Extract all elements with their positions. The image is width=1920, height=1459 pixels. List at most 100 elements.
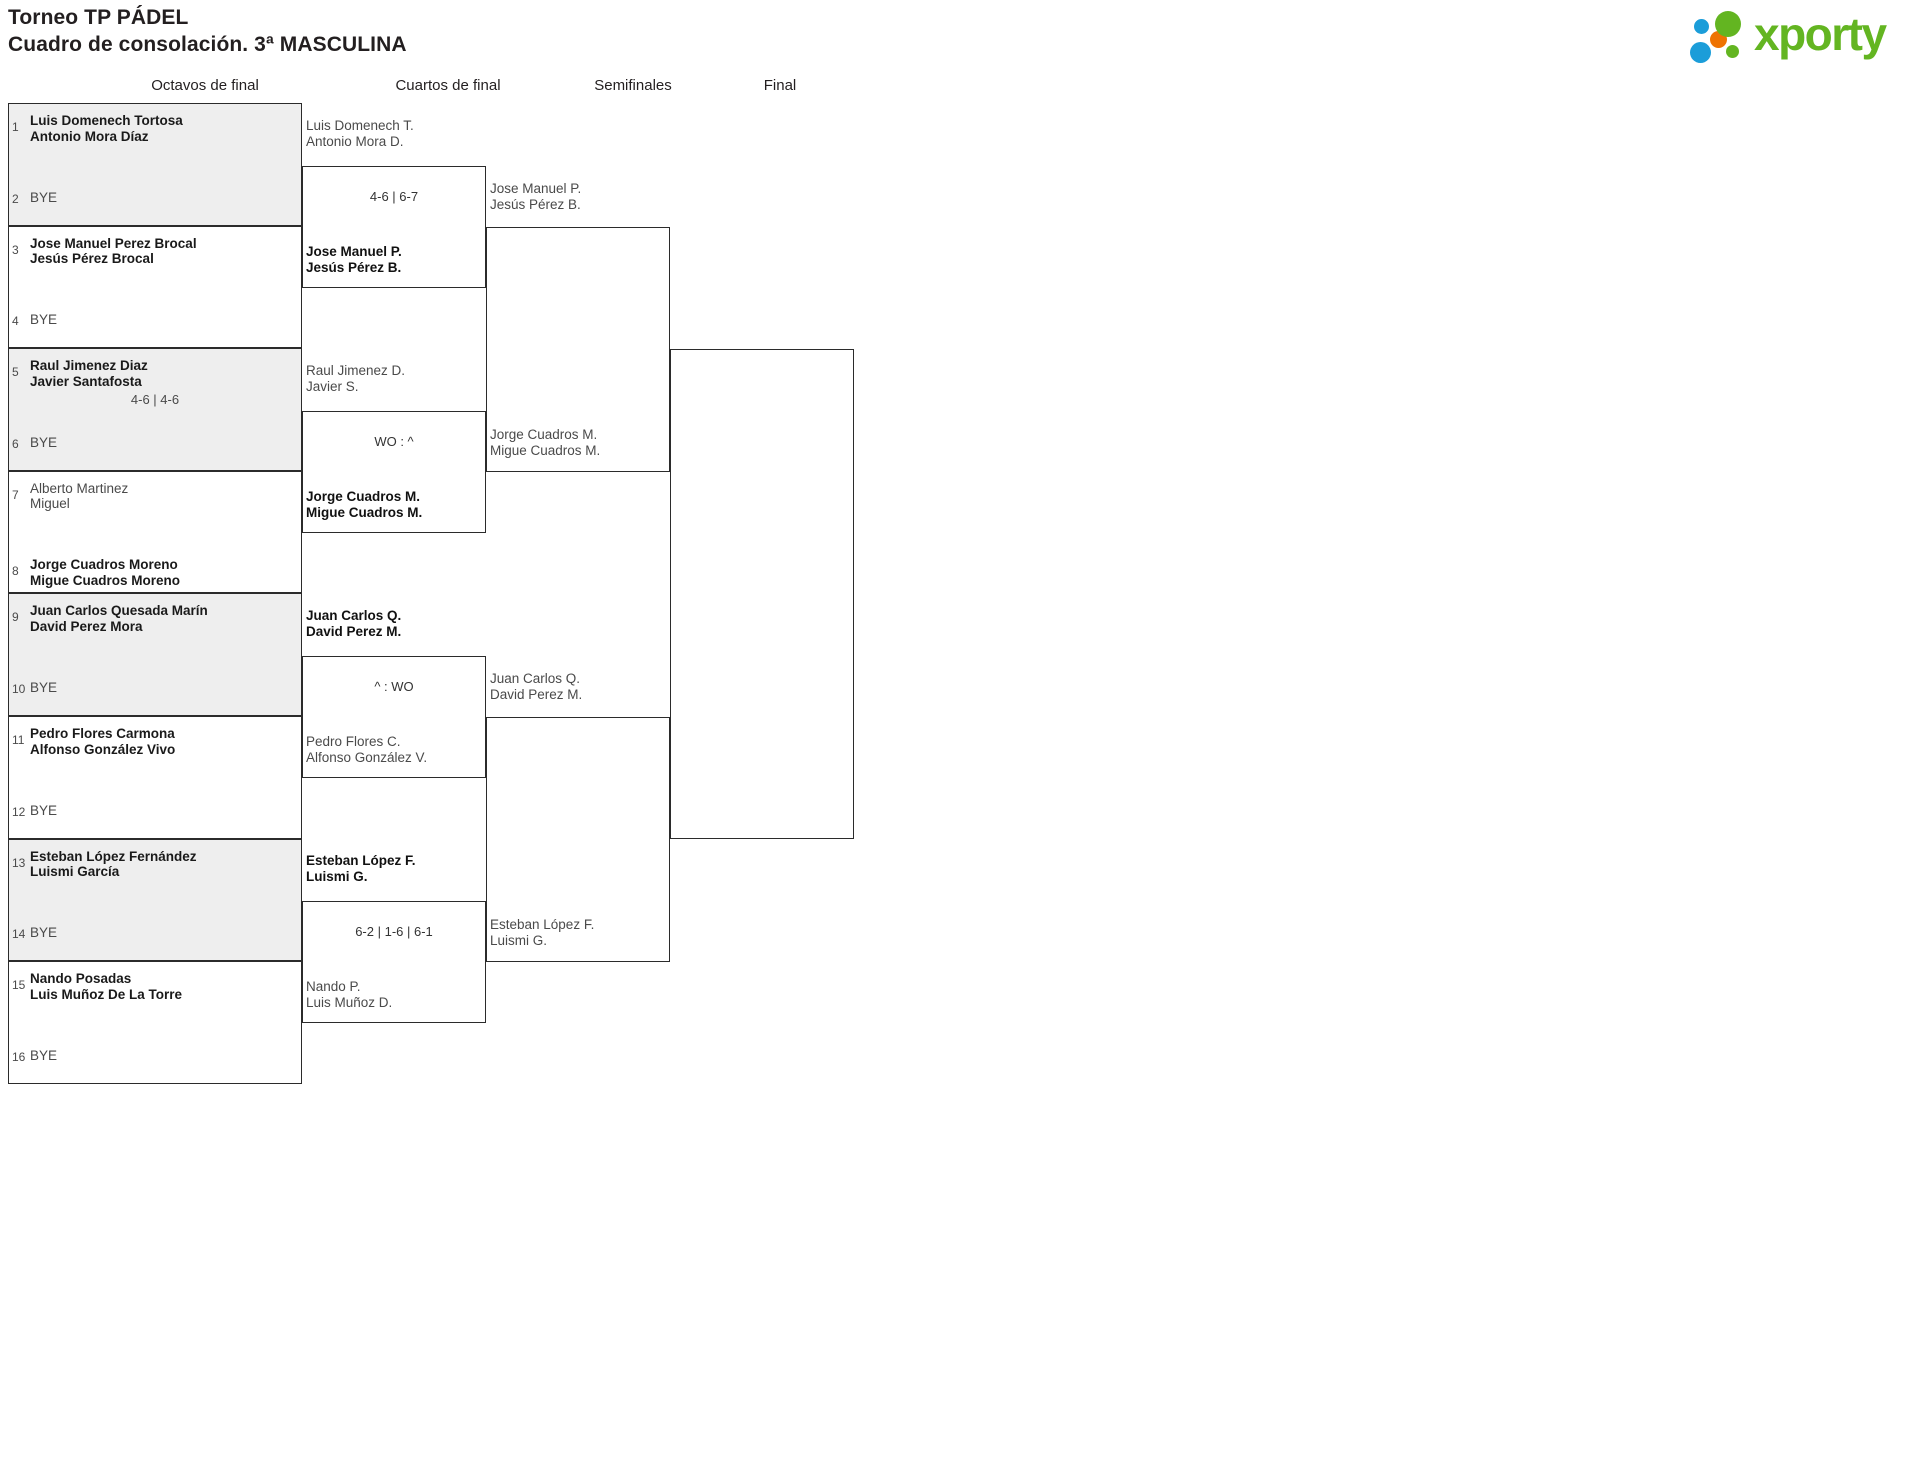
logo-dot-green-large-icon: [1715, 11, 1741, 37]
player-name-1: Jorge Cuadros M.: [490, 427, 598, 442]
bye-label: BYE: [30, 680, 58, 695]
round1-score: 4-6 | 4-6: [130, 391, 180, 407]
player-name-1: Pedro Flores Carmona: [30, 726, 175, 741]
round1-match-cell[interactable]: [8, 225, 302, 349]
player-name-1: Raul Jimenez D.: [306, 363, 406, 378]
round1-match-cell[interactable]: [8, 470, 302, 594]
round2-team-lower: Jorge Cuadros M.Migue Cuadros M.: [306, 489, 422, 521]
player-name-1: Esteban López F.: [490, 917, 595, 932]
player-name-2: Jesús Pérez Brocal: [30, 251, 154, 267]
player-name-2: Alfonso González Vivo: [30, 741, 176, 757]
round4-match-box[interactable]: [670, 349, 854, 839]
round3-team-upper: Jose Manuel P.Jesús Pérez B.: [490, 181, 581, 213]
round3-team-lower: Jorge Cuadros M.Migue Cuadros M.: [490, 427, 600, 459]
seed-number: 3: [12, 242, 19, 257]
seed-number: 16: [12, 1049, 26, 1064]
round1-match-cell[interactable]: [8, 348, 302, 471]
bye-label: BYE: [30, 189, 58, 205]
player-name-2: Luis Muñoz De La Torre: [30, 986, 183, 1002]
player-name-1: Juan Carlos Q.: [490, 671, 581, 686]
round2-team-upper: Luis Domenech T.Antonio Mora D.: [306, 118, 414, 150]
seed-number: 5: [12, 365, 19, 380]
player-name-1: Jose Manuel Perez Brocal: [30, 235, 197, 251]
bye-label: BYE: [30, 802, 58, 818]
xporty-logo: xporty: [1682, 8, 1902, 64]
round2-score: 6-2 | 1-6 | 6-1: [355, 923, 433, 939]
round-header-octavos: Octavos de final: [151, 77, 259, 94]
player-name-2: David Perez Mora: [30, 618, 143, 634]
player-name-2: Luismi G.: [306, 869, 368, 884]
player-name-2: Luismi G.: [490, 933, 548, 948]
round2-match-box[interactable]: [302, 656, 486, 778]
round3-team-lower: Esteban López F.Luismi G.: [490, 917, 594, 949]
round1-match-cell[interactable]: [8, 961, 302, 1084]
seed-number: 10: [12, 682, 26, 696]
round2-match-box[interactable]: [302, 411, 486, 533]
player-name-1: Jorge Cuadros M.: [306, 489, 421, 504]
player-name-2: Javier S.: [306, 379, 359, 394]
player-name-2: Luismi García: [30, 864, 120, 880]
player-name-2: Alfonso González V.: [306, 750, 428, 765]
player-name-1: Jorge Cuadros Moreno: [30, 557, 178, 573]
player-name-1: Alberto Martinez: [30, 480, 129, 496]
bye-label: BYE: [30, 1047, 58, 1063]
seed-number: 8: [12, 564, 19, 579]
seed-number: 11: [12, 733, 25, 747]
player-name-2: Antonio Mora D.: [306, 134, 404, 149]
player-name-2: Javier Santafosta: [30, 373, 142, 389]
player-name-2: David Perez M.: [306, 624, 402, 639]
round2-score: 4-6 | 6-7: [369, 188, 419, 204]
round3-team-upper: Juan Carlos Q.David Perez M.: [490, 671, 582, 703]
round2-score: WO : ^: [374, 433, 414, 449]
player-name-2: Antonio Mora Díaz: [30, 128, 149, 144]
seed-number: 6: [12, 436, 19, 451]
logo-wordmark: xporty: [1754, 8, 1887, 60]
round2-team-lower: Nando P.Luis Muñoz D.: [306, 979, 392, 1011]
player-name-1: Nando Posadas: [30, 971, 132, 987]
round2-match-box[interactable]: [302, 901, 486, 1023]
player-name-1: Esteban López F.: [306, 853, 416, 868]
seed-number: 12: [12, 804, 26, 819]
round3-match-box[interactable]: [486, 227, 670, 472]
bye-label: BYE: [30, 312, 58, 328]
seed-number: 15: [12, 978, 26, 993]
round2-team-lower: Pedro Flores C.Alfonso González V.: [306, 734, 427, 766]
round2-team-lower: Jose Manuel P.Jesús Pérez B.: [306, 244, 402, 276]
seed-number: 7: [12, 487, 19, 502]
player-name-1: Luis Domenech T.: [306, 118, 414, 133]
round1-match-cell[interactable]: [8, 593, 302, 716]
logo-dot-blue-large-icon: [1690, 42, 1711, 63]
seed-number: 9: [12, 610, 19, 625]
page-title: Torneo TP PÁDEL Cuadro de consolación. 3…: [8, 4, 407, 58]
seed-number: 4: [12, 314, 19, 329]
player-name-1: Luis Domenech Tortosa: [30, 113, 183, 128]
round1-match-cell[interactable]: [8, 838, 302, 962]
player-name-2: Migue Cuadros Moreno: [30, 572, 181, 588]
logo-dot-green-small-icon: [1726, 45, 1739, 58]
round1-match-cell[interactable]: [8, 103, 302, 226]
seed-number: 14: [12, 927, 26, 942]
player-name-1: Jose Manuel P.: [306, 244, 402, 259]
round2-score: ^ : WO: [374, 678, 414, 694]
player-name-1: Jose Manuel P.: [490, 181, 582, 196]
round-header-cuartos: Cuartos de final: [395, 77, 501, 94]
round2-match-box[interactable]: [302, 166, 486, 288]
player-name-2: David Perez M.: [490, 687, 583, 702]
player-name-2: Migue Cuadros M.: [490, 443, 601, 458]
player-name-2: Jesús Pérez B.: [306, 260, 402, 275]
bye-label: BYE: [30, 434, 58, 450]
player-name-1: Juan Carlos Q.: [306, 608, 402, 623]
seed-number: 2: [12, 191, 19, 206]
round-header-semifinales: Semifinales: [594, 77, 672, 94]
round3-match-box[interactable]: [486, 717, 670, 962]
seed-number: 13: [12, 855, 26, 870]
round1-match-cell[interactable]: [8, 716, 302, 839]
